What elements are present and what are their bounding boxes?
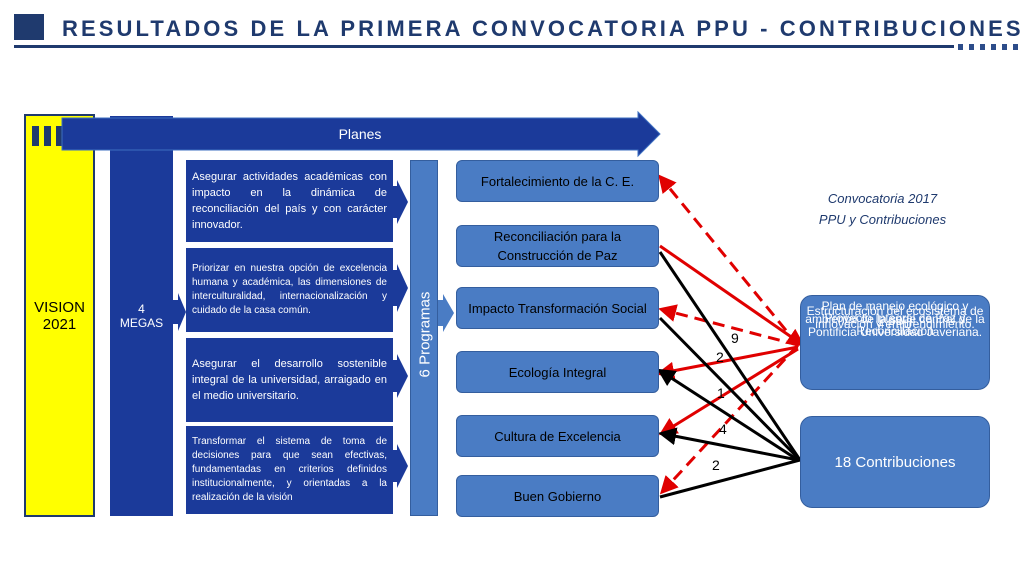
program-label-5: Cultura de Excelencia <box>494 428 621 444</box>
mega-arrow-3 <box>393 354 408 398</box>
programs-label: 6 Programas <box>416 291 434 378</box>
program-label-1: Fortalecimiento de la C. E. <box>480 173 635 189</box>
programs-bar <box>410 160 438 516</box>
overlap-text-4: 4 PPU <box>877 317 913 331</box>
black-arrow-2 <box>658 427 799 462</box>
megas-label: MEGAS <box>119 316 164 330</box>
overlap-text-2: Estructuración del ecosistema de innovac… <box>806 304 984 331</box>
title-underline <box>14 45 954 48</box>
contributions-label: 18 Contribuciones <box>834 453 956 471</box>
count-label-5: 2 <box>712 457 720 473</box>
mega-arrow-2 <box>393 264 408 312</box>
program-label-3: Impacto Transformación Social <box>468 300 647 316</box>
mega-arrow-1 <box>393 180 408 224</box>
mega-text-2: Priorizar en nuestra opción de excelenci… <box>192 263 387 316</box>
mega-box-3: Asegurar el desarrollo sostenible integr… <box>186 338 393 422</box>
red-arrow-2 <box>656 345 799 380</box>
red-arrow-1 <box>659 244 805 347</box>
count-label-3: 1 <box>717 385 725 401</box>
convocatoria-line-1: Convocatoria 2017 <box>827 191 938 206</box>
program-box-6: Buen Gobierno <box>456 475 659 517</box>
convocatoria-line-2: PPU y Contribuciones <box>818 212 947 227</box>
vision-label: VISION <box>34 298 85 316</box>
megas-arrow <box>173 293 186 331</box>
mega-text-3: Asegurar el desarrollo sostenible integr… <box>192 358 387 402</box>
mega-box-2: Priorizar en nuestra opción de excelenci… <box>186 248 393 332</box>
title-dots <box>958 44 1018 50</box>
count-label-2: 2 <box>716 349 724 365</box>
black-line-2 <box>658 316 802 462</box>
program-label-2: Reconciliación para la Construcción de P… <box>493 229 622 263</box>
program-box-2: Reconciliación para la Construcción de P… <box>456 225 659 267</box>
vision-year: 2021 <box>42 315 77 333</box>
page-title: RESULTADOS DE LA PRIMERA CONVOCATORIA PP… <box>62 16 1024 41</box>
count-label-1: 9 <box>731 330 739 346</box>
mega-text-1: Asegurar actividades académicas con impa… <box>192 171 387 231</box>
black-arrow-1 <box>656 368 799 462</box>
black-line-1 <box>658 251 802 461</box>
dashed-red-arrow-2 <box>658 304 799 347</box>
program-label-4: Ecología Integral <box>508 364 607 380</box>
program-box-1: Fortalecimiento de la C. E. <box>456 160 659 202</box>
vision-bars-icon <box>32 126 63 146</box>
program-arrow <box>438 294 454 332</box>
count-label-4: 4 <box>719 421 727 437</box>
vision-box: VISION 2021 <box>24 114 95 517</box>
mega-box-1: Asegurar actividades académicas con impa… <box>186 160 393 242</box>
megas-box: 4 MEGAS <box>110 116 173 516</box>
dashed-red-arrow-1 <box>658 174 800 346</box>
planes-arrow <box>61 110 661 158</box>
megas-count: 4 <box>138 302 145 316</box>
program-box-4: Ecología Integral <box>456 351 659 393</box>
overlap-text-1: Plan de manejo ecológico y ambiental de … <box>805 299 985 339</box>
program-box-3: Impacto Transformación Social <box>456 287 659 329</box>
ppu-box: Plan de manejo ecológico y ambiental de … <box>800 295 990 390</box>
convocatoria-label: Convocatoria 2017 PPU y Contribuciones <box>795 188 970 230</box>
mega-arrow-4 <box>393 444 408 488</box>
overlap-text-3: Proyecto Integral de Paz y Reconciliació… <box>824 311 966 338</box>
black-line-3 <box>659 458 801 499</box>
contributions-box: 18 Contribuciones <box>800 416 990 508</box>
mega-box-4: Transformar el sistema de toma de decisi… <box>186 426 393 514</box>
program-label-6: Buen Gobierno <box>513 488 602 504</box>
title-square-icon <box>14 14 44 40</box>
mega-text-4: Transformar el sistema de toma de decisi… <box>192 436 387 503</box>
planes-label: Planes <box>338 126 382 142</box>
program-box-5: Cultura de Excelencia <box>456 415 659 457</box>
